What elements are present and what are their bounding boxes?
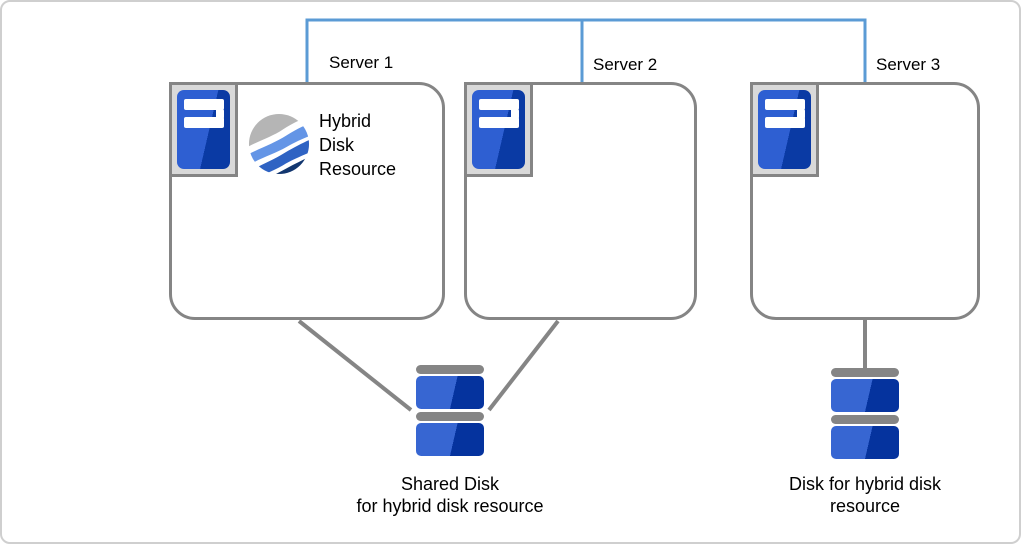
server-drive-slots <box>765 99 805 129</box>
server2-box <box>464 82 697 320</box>
server3-label: Server 3 <box>876 55 941 74</box>
server3-box <box>750 82 980 320</box>
shared-disk-caption: Shared Disk for hybrid disk resource <box>356 474 544 516</box>
server1-label: Server 1 <box>329 53 394 72</box>
server2-label: Server 2 <box>593 55 658 74</box>
server-tower-icon <box>464 82 533 177</box>
server-tower-icon <box>750 82 819 177</box>
link-server2-shared-disk <box>487 319 560 412</box>
server-tower-face <box>758 90 811 169</box>
server-tower-face <box>177 90 230 169</box>
server1-box: Hybrid Disk Resource <box>169 82 445 320</box>
server-tower-face <box>472 90 525 169</box>
shared-disk-icon <box>416 365 484 459</box>
link-server1-shared-disk <box>297 319 413 412</box>
server-drive-slots <box>479 99 519 129</box>
hybrid-disk-resource-label: Hybrid Disk Resource <box>319 111 397 179</box>
hybrid-disk-caption: Disk for hybrid disk resource <box>788 474 942 516</box>
server-tower-icon <box>169 82 238 177</box>
hybrid-disk-icon <box>831 368 899 462</box>
hybrid-disk-resource-wave-sphere-icon <box>248 113 310 175</box>
server-drive-slots <box>184 99 224 129</box>
